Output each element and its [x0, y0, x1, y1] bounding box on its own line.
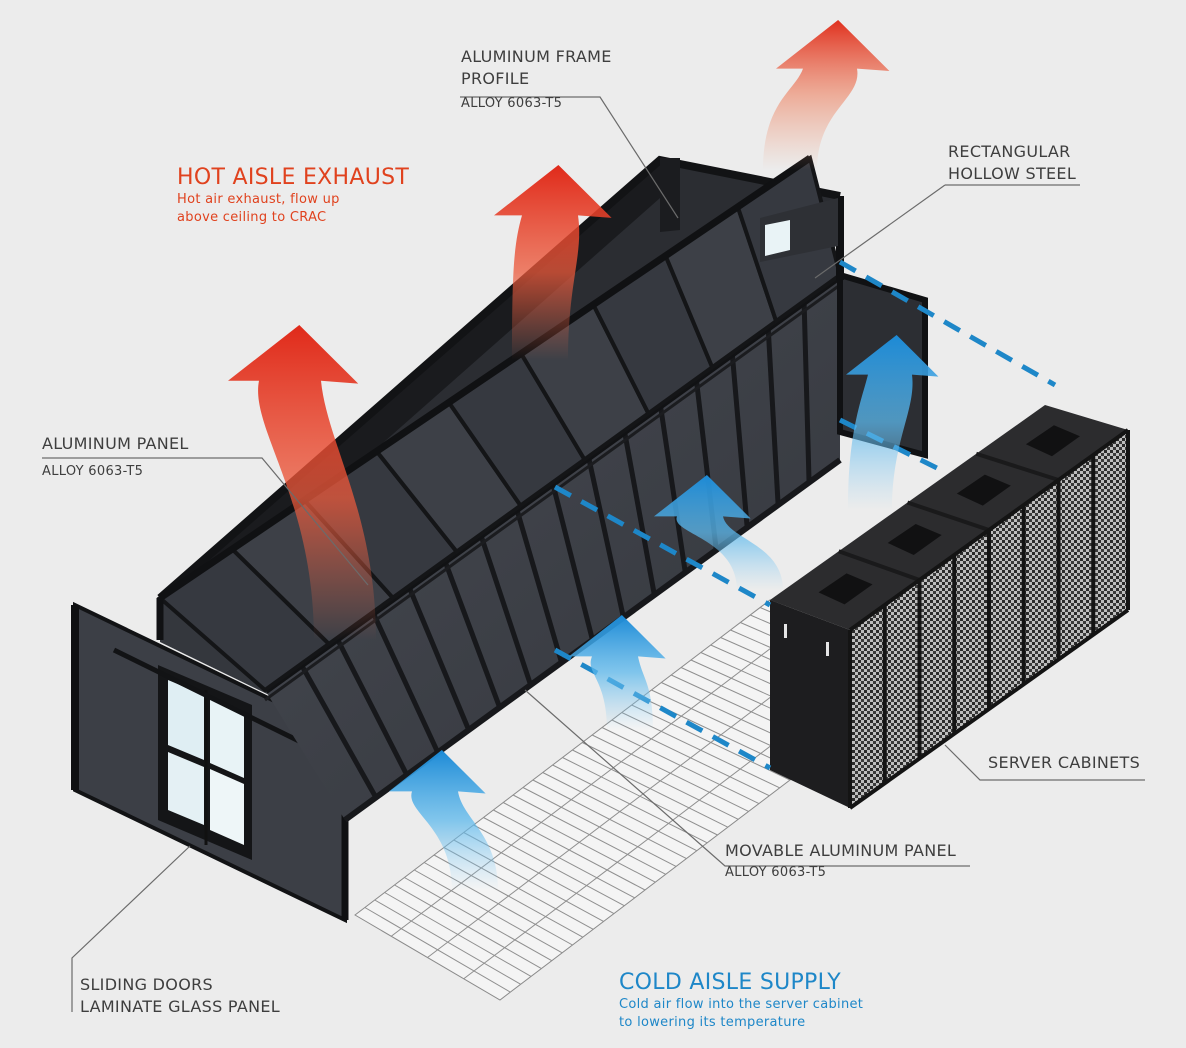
cabinet-top-seam: [975, 451, 1060, 482]
cold-air-arrow: [389, 750, 498, 890]
hot-air-arrow: [763, 20, 890, 170]
aluminum-panel-spec: ALLOY 6063-T5: [42, 464, 144, 479]
hot-aisle-title: HOT AISLE EXHAUST: [177, 165, 410, 190]
cabinet-top-edge: [848, 428, 1130, 632]
leader-lines: [42, 96, 1145, 1012]
panel-mullion: [514, 507, 564, 664]
hollow-steel-line-2: HOLLOW STEEL: [948, 164, 1077, 183]
hot-air-arrows: [228, 20, 890, 640]
panel-mullion: [550, 481, 595, 641]
panel-mullion: [621, 430, 657, 596]
movable-panel-title: MOVABLE ALUMINUM PANEL: [725, 841, 957, 860]
cold-air-arrow: [654, 475, 783, 590]
hot-aisle-desc-1: Hot air exhaust, flow up: [177, 192, 340, 207]
panel-mullion: [442, 559, 503, 709]
sliding-doors-line-1: SLIDING DOORS: [80, 975, 213, 994]
server-cabinets-label: SERVER CABINETS: [988, 752, 1140, 774]
cabinet-top-vent: [887, 523, 942, 555]
server-cabinet-row: [770, 405, 1130, 810]
panel-mullion: [298, 662, 379, 799]
cabinet-bottom-edge: [848, 608, 1130, 810]
frame-profile-label: ALUMINUM FRAME PROFILE ALLOY 6063-T5: [461, 46, 612, 113]
aluminum-panel-title: ALUMINUM PANEL: [42, 434, 189, 453]
panel-mullion: [729, 352, 750, 528]
cabinet-top-vent: [818, 573, 873, 605]
hot-aisle-label: HOT AISLE EXHAUST Hot air exhaust, flow …: [177, 165, 409, 227]
cold-aisle-desc-1: Cold air flow into the server cabinet: [619, 997, 864, 1012]
hot-air-arrow: [494, 165, 612, 360]
top-frame-rail: [158, 155, 812, 601]
panel-mullion: [585, 456, 626, 619]
panel-mullion: [334, 636, 410, 777]
server-cabinets-title: SERVER CABINETS: [988, 753, 1141, 772]
cold-air-arrows: [389, 335, 939, 890]
cold-aisle-label: COLD AISLE SUPPLY Cold air flow into the…: [619, 970, 863, 1032]
sliding-doors-label: SLIDING DOORS LAMINATE GLASS PANEL: [80, 974, 280, 1018]
frame-profile-spec: ALLOY 6063-T5: [461, 96, 563, 111]
panel-mullion: [765, 326, 781, 506]
panel-mullion: [657, 404, 688, 573]
panel-mullion: [370, 611, 441, 754]
cold-aisle-desc-2: to lowering its temperature: [619, 1015, 806, 1030]
movable-panel-guides: [553, 259, 1057, 771]
hollow-steel-line-1: RECTANGULAR: [948, 142, 1071, 161]
panel-mullion: [406, 585, 472, 731]
cabinet-top-seam: [838, 549, 921, 582]
aluminum-panel-label: ALUMINUM PANEL ALLOY 6063-T5: [42, 433, 189, 481]
movable-panel-spec: ALLOY 6063-T5: [725, 865, 827, 880]
panel-mullion: [478, 533, 533, 686]
movable-panel-label: MOVABLE ALUMINUM PANEL ALLOY 6063-T5: [725, 840, 956, 882]
cold-air-arrow: [569, 615, 666, 730]
frame-profile-line-2: PROFILE: [461, 69, 530, 88]
cabinet-top-seam: [906, 500, 990, 532]
hot-aisle-desc-2: above ceiling to CRAC: [177, 210, 327, 225]
hollow-steel-label: RECTANGULAR HOLLOW STEEL: [948, 141, 1076, 185]
cabinet-top-vent: [956, 474, 1011, 506]
cold-aisle-title: COLD AISLE SUPPLY: [619, 970, 841, 995]
cabinet-top-vent: [1025, 425, 1080, 457]
frame-profile-line-1: ALUMINUM FRAME: [461, 47, 612, 66]
panel-mullion: [801, 300, 812, 483]
cold-air-arrow: [846, 335, 939, 510]
hot-air-arrow: [228, 325, 376, 640]
sliding-doors-line-2: LAMINATE GLASS PANEL: [80, 997, 280, 1016]
